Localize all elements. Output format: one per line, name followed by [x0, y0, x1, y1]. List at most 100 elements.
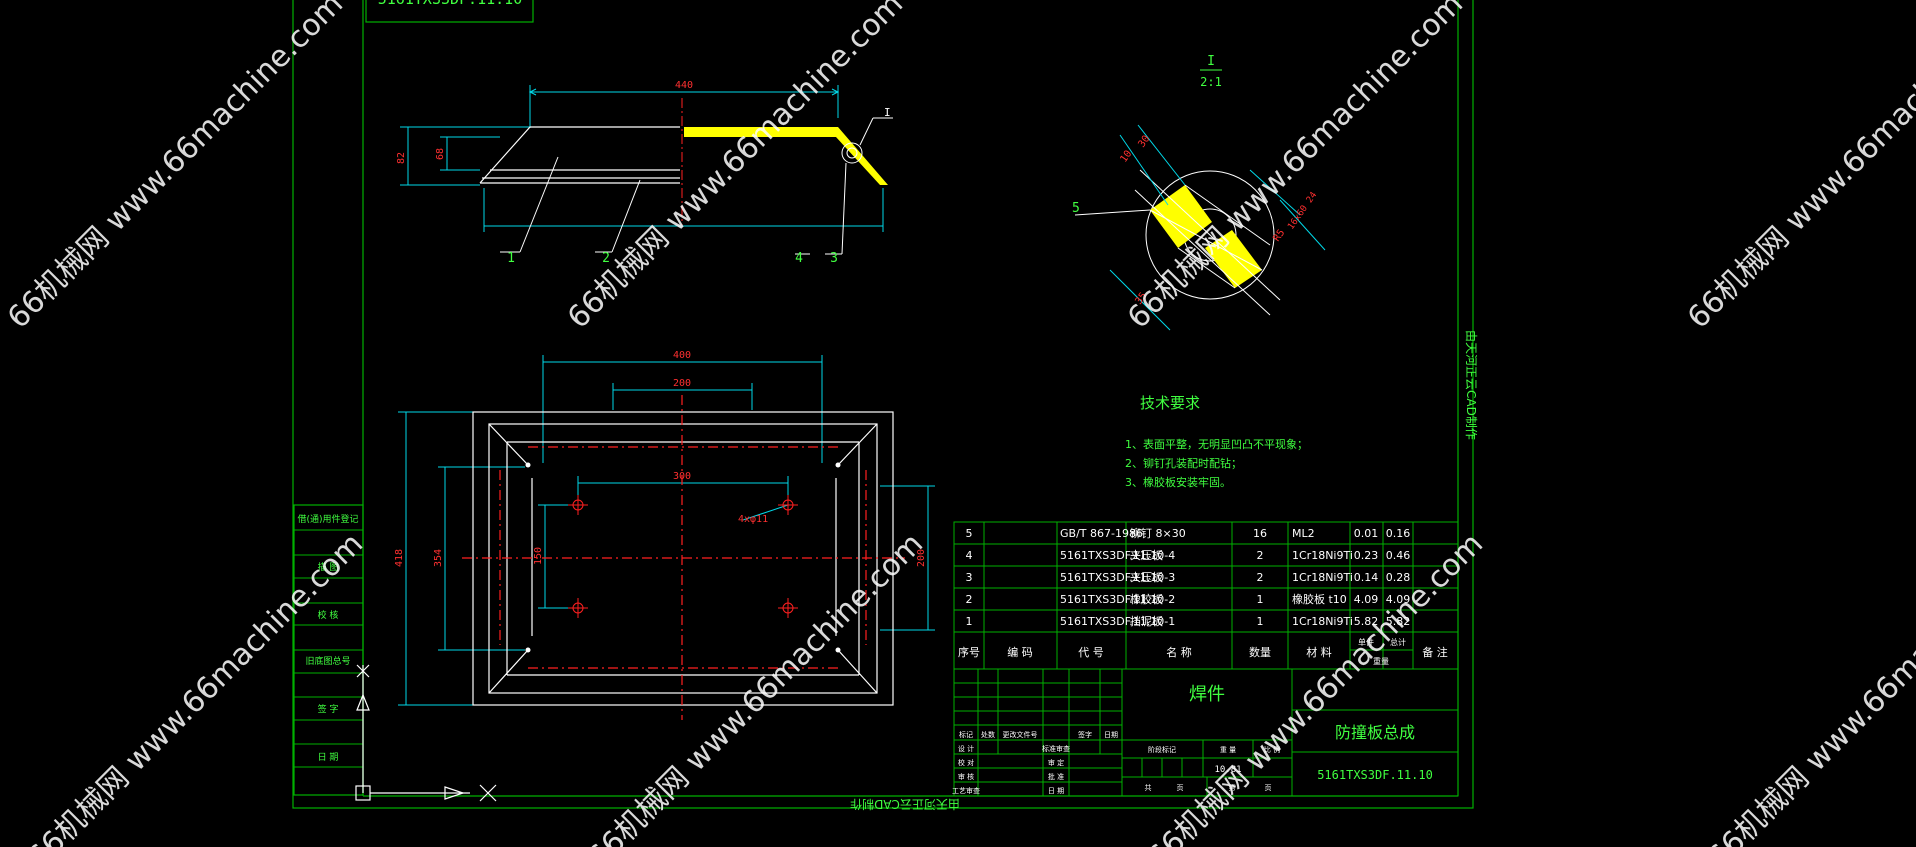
- bom-h-drawing: 代 号: [1078, 646, 1104, 659]
- tb-l-page: 第: [1229, 783, 1236, 792]
- bom-cell-qty: 2: [1257, 571, 1264, 584]
- dim-82: 82: [396, 152, 407, 164]
- bom-cell-unit: 0.14: [1354, 571, 1379, 584]
- bom-h-note: 备 注: [1422, 645, 1448, 659]
- bom-cell-unit: 4.09: [1354, 593, 1379, 606]
- hatched-plate: [684, 127, 888, 185]
- tb-l-count: 处数: [981, 730, 995, 739]
- bom-cell-qty: 16: [1253, 527, 1267, 540]
- bom-h-name: 名 称: [1166, 645, 1192, 659]
- plan-view: 400 200 300 418 354 150 200 4xφ11: [394, 350, 935, 720]
- bom-cell-total: 0.28: [1386, 571, 1411, 584]
- tb-weight: 10.81: [1214, 765, 1241, 775]
- detail-dim-10: 10: [1118, 149, 1134, 165]
- tb-l-check: 校 对: [958, 758, 974, 767]
- tb-l-total: 共: [1145, 783, 1152, 792]
- bom-h-qty: 数量: [1249, 646, 1271, 659]
- bom-cell-drawing: 5161TXS3DF.11.10-3: [1060, 571, 1175, 584]
- tb-l-design: 设 计: [958, 744, 974, 753]
- bom-cell-drawing: 5161TXS3DF.11.10-4: [1060, 549, 1175, 562]
- tb-l-process-tech: 工艺审查: [952, 786, 980, 795]
- tb-l-weight: 重 量: [1220, 746, 1236, 754]
- tb-l-std: 标准审查: [1042, 744, 1070, 753]
- dim-200-right: 200: [916, 549, 927, 567]
- bom-cell-qty: 1: [1257, 593, 1264, 606]
- balloon-2: 2: [602, 251, 610, 266]
- dim-400: 400: [673, 350, 691, 361]
- bom-cell-name: 橡胶板: [1130, 592, 1163, 606]
- top-title-box: 5161TXS3DF.11.10: [365, 0, 534, 23]
- label-I-front: I: [884, 106, 891, 119]
- bom-cell-name: 夹压板: [1130, 570, 1163, 584]
- bom-cell-no: 2: [966, 593, 973, 606]
- detail-label: I: [1207, 54, 1215, 69]
- detail-scale: 2:1: [1200, 75, 1222, 89]
- dim-418: 418: [394, 549, 405, 567]
- tb-l-sign: 签字: [1078, 730, 1092, 739]
- watermark: 66机械网 www.66machine.com: [1681, 0, 1916, 336]
- tech-item-1: 1、表面平整，无明显凹凸不平现象；: [1125, 437, 1308, 451]
- bom-cell-unit: 0.23: [1354, 549, 1379, 562]
- tech-item-3: 3、橡胶板安装牢固。: [1125, 475, 1231, 489]
- bom-cell-unit: 5.82: [1354, 615, 1379, 628]
- left-col-4: 签 字: [318, 703, 339, 715]
- bom-cell-unit: 0.01: [1354, 527, 1379, 540]
- bom-cell-material: 1Cr18Ni9Ti: [1292, 549, 1353, 562]
- tb-l-sheet: 页: [1177, 784, 1184, 792]
- title-block: 焊件 防撞板总成 5161TXS3DF.11.10 10.81 标记 处数 更改…: [952, 668, 1459, 797]
- dim-150: 150: [533, 547, 544, 565]
- bom-cell-drawing: GB/T 867-1986: [1060, 527, 1143, 540]
- bom-cell-material: 1Cr18Ni9Ti: [1292, 615, 1353, 628]
- side-credit-text: 由天河正云CAD制作: [1464, 330, 1478, 440]
- tech-item-2: 2、铆钉孔装配时配钻；: [1125, 456, 1242, 470]
- balloon-1: 1: [507, 251, 515, 266]
- bom-cell-no: 4: [966, 549, 973, 562]
- balloon-4: 4: [795, 251, 803, 266]
- detail-dim-30: 30: [1136, 134, 1152, 150]
- top-title-text: 5161TXS3DF.11.10: [378, 0, 523, 8]
- tb-l-date: 日期: [1104, 731, 1118, 739]
- bom-cell-material: 1Cr18Ni9Ti: [1292, 571, 1353, 584]
- watermark: 66机械网 www.66machine.com: [1121, 0, 1470, 336]
- bom-cell-qty: 2: [1257, 549, 1264, 562]
- dim-200-top: 200: [673, 378, 691, 389]
- dim-holes: 4xφ11: [738, 514, 768, 525]
- left-col-3: 旧底图总号: [305, 655, 350, 667]
- bottom-credit-text: 由天河正云CAD制作: [850, 797, 960, 811]
- balloon-3: 3: [830, 251, 838, 266]
- tb-l-stage: 阶段标记: [1148, 745, 1176, 754]
- bom-h-no: 序号: [958, 645, 980, 659]
- tb-l-page2: 页: [1265, 784, 1272, 792]
- bom-h-weight: 重量: [1373, 656, 1389, 666]
- tb-l-mark: 标记: [959, 730, 973, 739]
- dim-354: 354: [433, 549, 444, 567]
- left-col-5: 日 期: [318, 752, 339, 763]
- bom-cell-material: ML2: [1292, 527, 1315, 540]
- watermark: 66机械网 www.66machine.com: [1, 0, 350, 336]
- bom-h-weight-bottom: 总计: [1390, 637, 1406, 647]
- left-col-2: 校 核: [318, 609, 339, 621]
- bom-cell-no: 3: [966, 571, 973, 584]
- bom-cell-name: 夹压板: [1130, 548, 1163, 562]
- bom-cell-drawing: 5161TXS3DF.11.10-2: [1060, 593, 1175, 606]
- bom-cell-total: 0.46: [1386, 549, 1411, 562]
- dim-440: 440: [675, 80, 693, 91]
- bom-header: 序号 编 码 代 号 名 称 数量 材 料 单件 总计 重量 备 注: [958, 637, 1448, 666]
- dim-68: 68: [435, 148, 446, 160]
- watermark: 66机械网 www.66machine.com: [561, 0, 910, 336]
- tb-l-approve2: 批 准: [1048, 772, 1064, 781]
- left-signature-strip: 借(通)用件登记 描 图 校 核 旧底图总号 签 字 日 期: [293, 504, 364, 796]
- bom-cell-total: 0.16: [1386, 527, 1411, 540]
- bom-h-material: 材 料: [1306, 645, 1332, 659]
- left-col-1: 描 图: [318, 561, 339, 573]
- bom-cell-qty: 1: [1257, 615, 1264, 628]
- ucs-icon[interactable]: [355, 664, 497, 802]
- tb-l-review: 审 核: [958, 772, 974, 781]
- technical-requirements: 技术要求 1、表面平整，无明显凹凸不平现象； 2、铆钉孔装配时配钻； 3、橡胶板…: [1125, 394, 1308, 489]
- tb-part-name: 防撞板总成: [1335, 723, 1415, 742]
- watermark: 66机械网 www.66machine.com: [21, 526, 370, 847]
